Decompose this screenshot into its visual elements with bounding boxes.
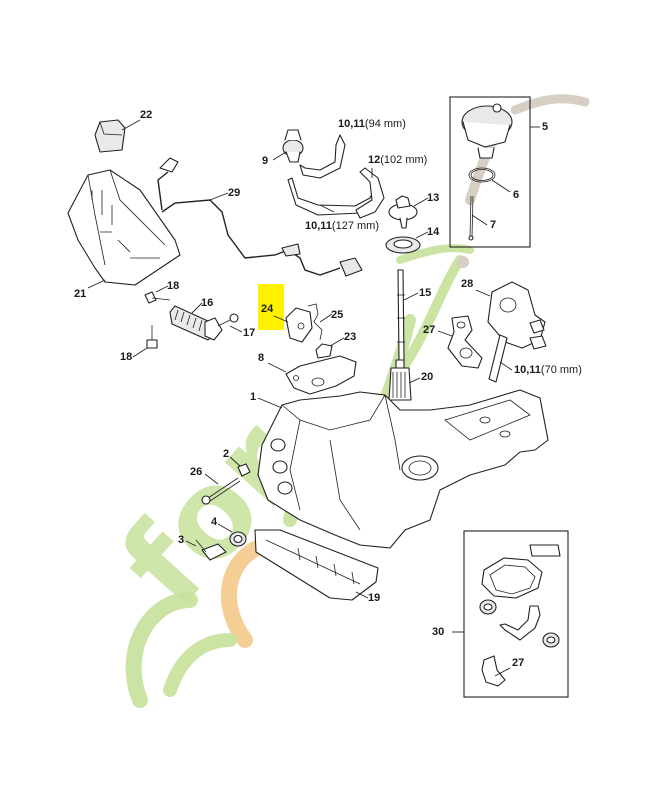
callout-27-bottom: 27 <box>512 657 525 669</box>
part-9-fitting <box>272 129 304 163</box>
part-25-spring <box>307 303 333 341</box>
part-29-wire <box>157 157 363 277</box>
callout-3: 3 <box>178 534 185 546</box>
callout-4: 4 <box>211 516 218 528</box>
part-14-grommet <box>385 231 429 254</box>
part-19-rail <box>254 529 379 601</box>
hoses <box>287 134 385 219</box>
part-group-30 <box>452 530 569 698</box>
callout-30: 30 <box>432 626 445 638</box>
part-13-valve <box>388 195 429 229</box>
part-18-screws <box>132 285 171 358</box>
callout-1: 1 <box>250 391 257 403</box>
callout-2: 2 <box>223 448 230 460</box>
part-26-bolt <box>201 473 241 505</box>
part-22-cover <box>94 119 141 153</box>
callout-19: 19 <box>368 592 381 604</box>
callout-24: 24 <box>261 303 274 315</box>
part-28-carburetor <box>475 281 547 350</box>
callout-26: 26 <box>190 466 203 478</box>
callout-12-102mm: 12(102 mm) <box>368 154 428 166</box>
callout-7: 7 <box>490 219 497 231</box>
callout-6: 6 <box>513 189 520 201</box>
callout-13: 13 <box>427 192 440 204</box>
part-16-handle <box>169 302 223 341</box>
callout-8: 8 <box>258 352 265 364</box>
part-group-5-6-7 <box>449 96 540 248</box>
part-17-screw <box>217 313 243 333</box>
part-4-washer <box>217 523 247 547</box>
part-1-crankcase <box>257 389 549 549</box>
part-8-plate <box>267 355 357 395</box>
callout-5: 5 <box>542 121 549 133</box>
part-2-sleeve <box>229 456 251 477</box>
callout-16: 16 <box>201 297 214 309</box>
callout-18-top: 18 <box>167 280 180 292</box>
callout-9: 9 <box>262 155 269 167</box>
callout-22: 22 <box>140 109 153 121</box>
callout-10-11-127mm: 10,11(127 mm) <box>305 220 379 232</box>
part-23-clip <box>315 337 345 359</box>
callout-10-11-70mm: 10,11(70 mm) <box>514 364 582 376</box>
callout-10-11-94mm: 10,11(94 mm) <box>338 118 406 130</box>
callout-14: 14 <box>427 226 440 238</box>
callout-25: 25 <box>331 309 344 321</box>
highlight-part-24 <box>258 284 284 330</box>
callout-20: 20 <box>421 371 434 383</box>
callout-28: 28 <box>461 278 474 290</box>
callout-21: 21 <box>74 288 87 300</box>
callout-29: 29 <box>228 187 241 199</box>
callout-18-bottom: 18 <box>120 351 133 363</box>
callout-15: 15 <box>419 287 432 299</box>
callout-17: 17 <box>243 327 256 339</box>
callout-27-top: 27 <box>423 324 436 336</box>
part-27-gasket <box>437 315 483 369</box>
part-20-filter <box>388 359 421 401</box>
callout-23: 23 <box>344 331 357 343</box>
part-3-stud <box>185 539 227 561</box>
part-24 <box>273 307 313 343</box>
hose-70mm <box>488 334 513 383</box>
part-21-shroud <box>67 169 181 289</box>
